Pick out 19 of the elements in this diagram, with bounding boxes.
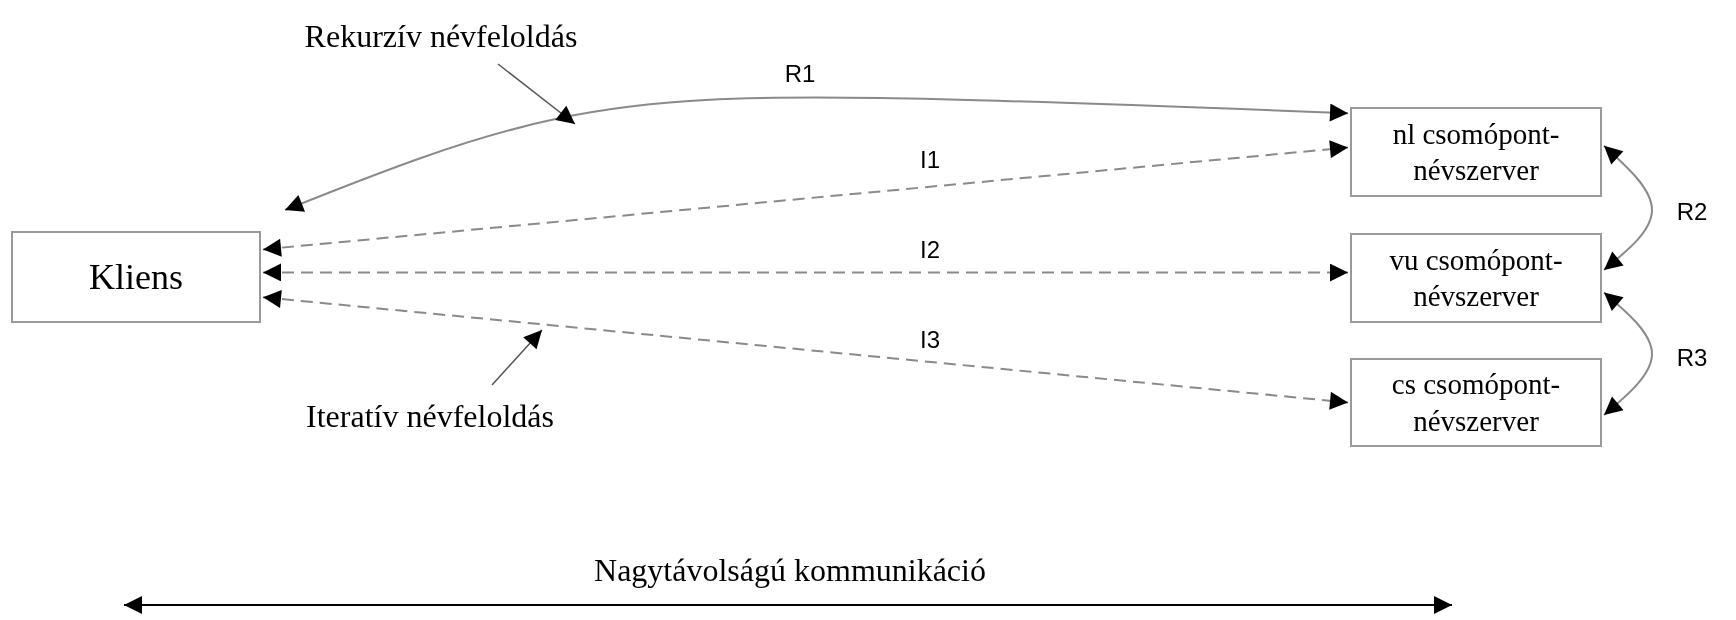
arrow: [262, 290, 1349, 410]
arrow: [1603, 291, 1653, 416]
box-label: cs csomópont- névszerver: [1390, 367, 1562, 439]
leader-line: [491, 329, 543, 386]
arrow: [262, 140, 1349, 257]
process-box: [1350, 358, 1602, 447]
arrow: [262, 263, 1349, 282]
process-box: [11, 231, 261, 323]
annotation-text: Iteratív névfeloldás: [306, 397, 554, 436]
leader-line: [497, 63, 576, 125]
caption-text: Nagytávolságú kommunikáció: [594, 552, 986, 589]
process-box: [1350, 107, 1602, 197]
process-box: [1350, 233, 1602, 323]
arrow: [284, 96, 1349, 212]
box-label: vu csomópont- névszerver: [1388, 242, 1564, 314]
box-label: nl csomópont- névszerver: [1391, 116, 1561, 188]
annotation-text: Rekurzív névfeloldás: [304, 17, 578, 56]
box-label: Kliens: [89, 255, 183, 299]
arrow: [1603, 144, 1653, 271]
